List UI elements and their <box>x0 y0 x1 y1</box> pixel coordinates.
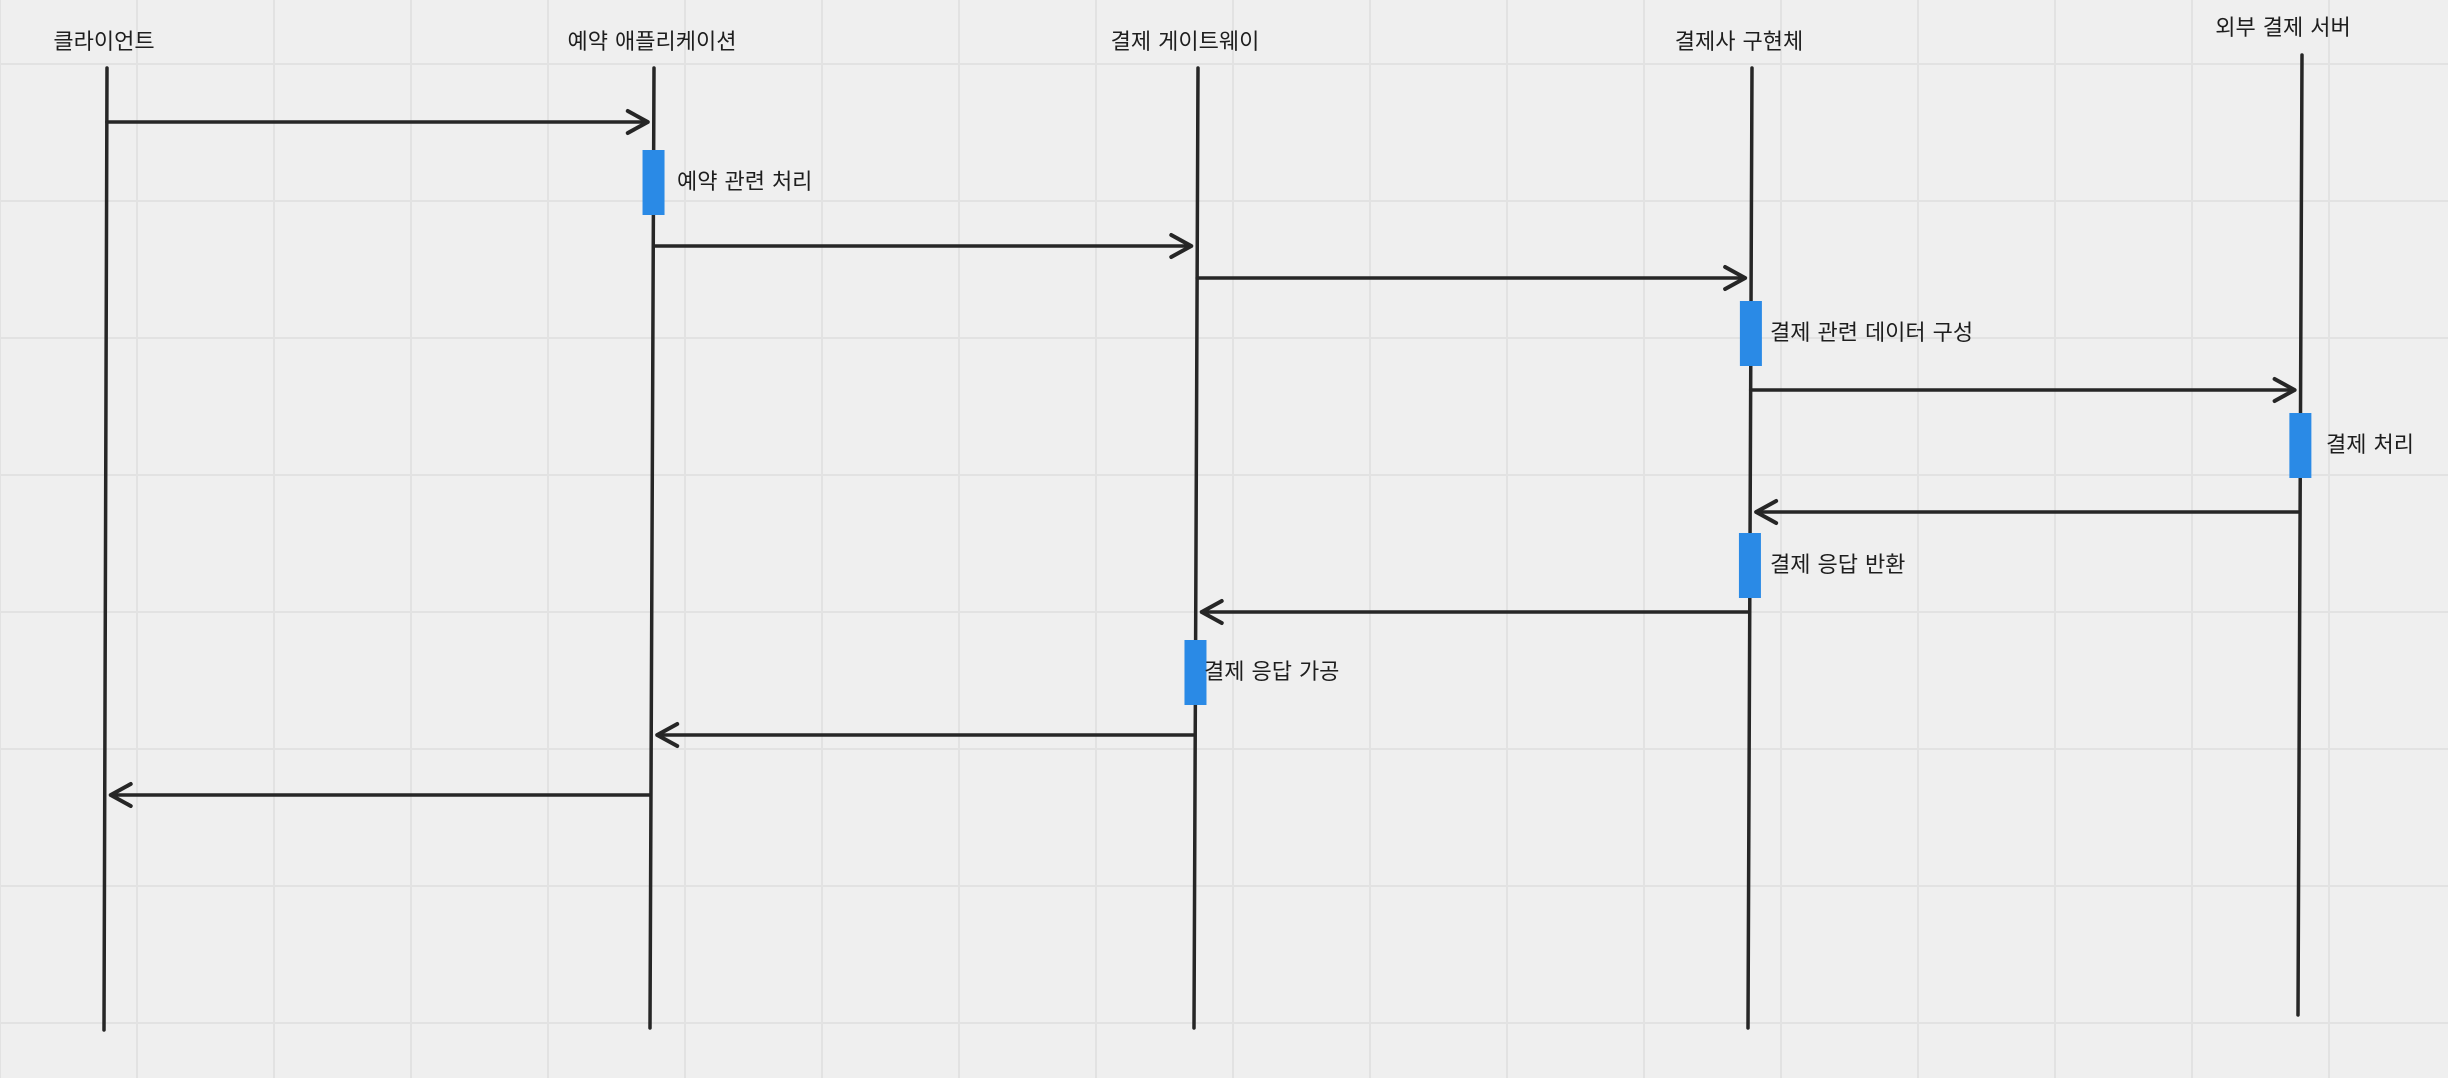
participant-label-payment-gateway: 결제 게이트웨이 <box>1110 30 1260 55</box>
lifeline-1 <box>648 66 656 1030</box>
lifeline-2 <box>1192 66 1200 1030</box>
activation-box-4 <box>1184 640 1207 705</box>
participant-label-payment-provider-impl: 결제사 구현체 <box>1674 30 1804 55</box>
message-arrowhead-0 <box>625 109 650 135</box>
message-arrowhead-1 <box>1169 233 1194 259</box>
message-arrowhead-6 <box>655 722 680 748</box>
message-arrowhead-5 <box>1199 599 1224 625</box>
participant-label-reservation-app: 예약 애플리케이션 <box>567 30 737 55</box>
lifeline-4 <box>2296 53 2304 1017</box>
activation-label-payment-response-return: 결제 응답 반환 <box>1770 553 1906 578</box>
participant-label-client: 클라이언트 <box>53 30 155 55</box>
message-arrowhead-4 <box>1754 499 1779 525</box>
activation-box-1 <box>1739 301 1762 366</box>
message-arrowhead-2 <box>1723 265 1748 291</box>
activation-label-payment-data-build: 결제 관련 데이터 구성 <box>1770 321 1974 346</box>
activation-box-2 <box>2289 413 2312 478</box>
message-arrowhead-7 <box>108 782 133 808</box>
participant-label-external-payment-server: 외부 결제 서버 <box>2215 16 2351 41</box>
activation-box-3 <box>1738 533 1761 598</box>
message-arrowhead-3 <box>2272 377 2297 403</box>
activation-label-payment-processing: 결제 처리 <box>2326 433 2414 458</box>
lifeline-0 <box>102 66 109 1032</box>
activation-label-reservation-processing: 예약 관련 처리 <box>677 170 813 195</box>
activation-label-payment-response-processing: 결제 응답 가공 <box>1204 660 1340 685</box>
activation-box-0 <box>642 150 665 215</box>
